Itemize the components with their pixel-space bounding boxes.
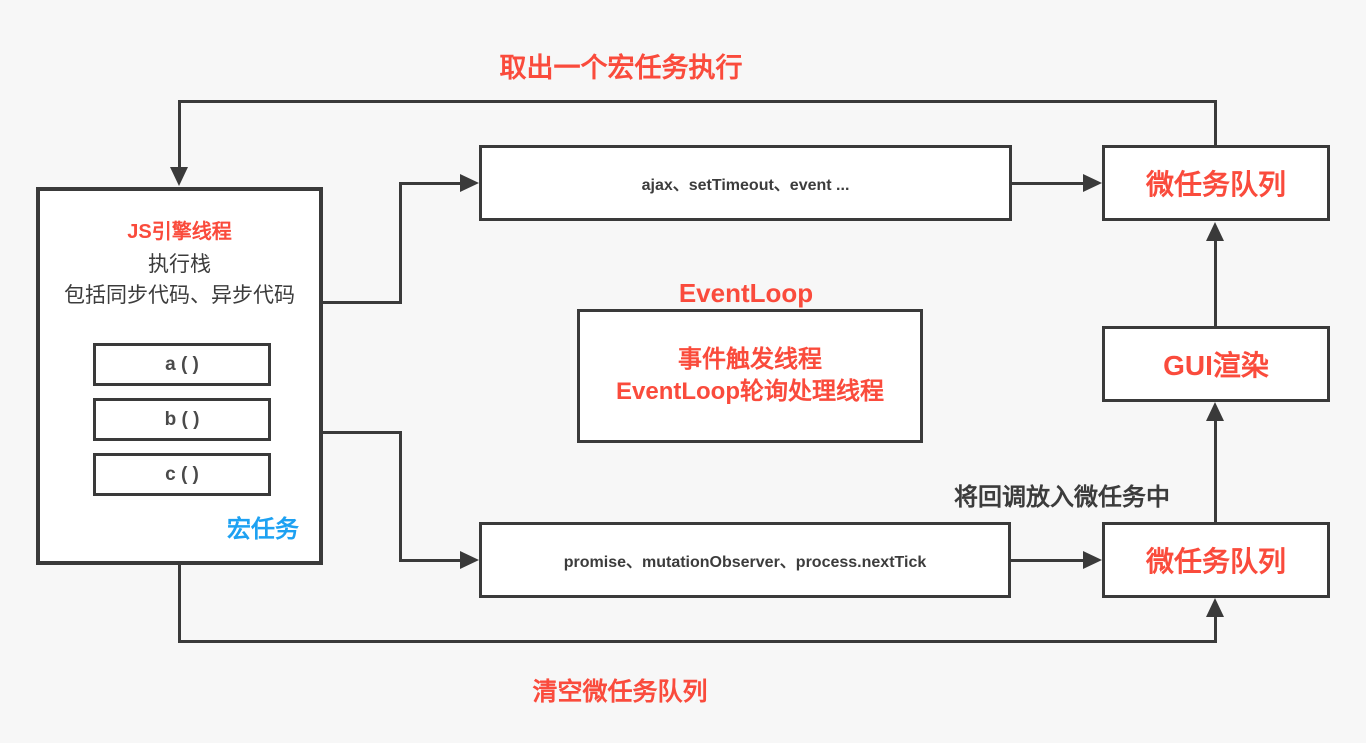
eventloop-polling-thread-text: EventLoop轮询处理线程 xyxy=(616,378,884,405)
take-macro-task-label: 取出一个宏任务执行 xyxy=(499,53,743,83)
stack-frame-c: c ( ) xyxy=(93,453,271,496)
arrow-js-to-micro-sources xyxy=(399,431,402,562)
arrow-macro-sources-to-queue xyxy=(1012,182,1084,185)
macro-task-sources-text: ajax、setTimeout、event ... xyxy=(641,177,850,194)
arrow-macro-loop-line xyxy=(178,100,1217,103)
microtask-queue-bottom-text: 微任务队列 xyxy=(1145,546,1286,577)
callback-into-microtask-label: 将回调放入微任务中 xyxy=(954,484,1170,511)
gui-render-text: GUI渲染 xyxy=(1163,350,1269,381)
js-engine-thread-box: JS引擎线程 执行栈 包括同步代码、异步代码 a ( ) b ( ) c ( )… xyxy=(36,187,323,565)
arrow-js-to-micro-sources-head-icon xyxy=(460,551,479,569)
arrow-js-to-micro-sources xyxy=(399,559,461,562)
eventloop-title: EventLoop xyxy=(678,278,814,308)
stack-frame-b: b ( ) xyxy=(93,398,271,441)
arrow-macro-loop-line xyxy=(1214,100,1217,146)
arrow-micro-sources-to-queue xyxy=(1011,559,1084,562)
arrow-queue-to-gui-head-icon xyxy=(1206,402,1224,421)
arrow-js-to-micro-sources xyxy=(323,431,402,434)
arrow-gui-to-queue-head-icon xyxy=(1206,222,1224,241)
eventloop-thread-box: 事件触发线程 EventLoop轮询处理线程 xyxy=(577,309,923,443)
microtask-queue-bottom-box: 微任务队列 xyxy=(1102,522,1330,598)
microtask-queue-top-box: 微任务队列 xyxy=(1102,145,1330,221)
execution-stack-label: 执行栈 xyxy=(148,253,211,276)
arrow-js-to-macro-sources-head-icon xyxy=(460,174,479,192)
sync-async-code-label: 包括同步代码、异步代码 xyxy=(64,284,295,307)
arrow-js-to-macro-sources xyxy=(399,182,461,185)
arrow-gui-to-queue xyxy=(1214,240,1217,326)
micro-task-sources-text: promise、mutationObserver、process.nextTic… xyxy=(563,554,927,571)
js-engine-thread-title: JS引擎线程 xyxy=(127,221,232,243)
arrow-macro-loop-line xyxy=(178,100,181,168)
arrow-js-to-macro-sources xyxy=(323,301,402,304)
arrow-clear-loop-head-icon xyxy=(1206,598,1224,617)
clear-microtask-queue-label: 清空微任务队列 xyxy=(532,678,708,706)
event-trigger-thread-text: 事件触发线程 xyxy=(678,346,822,373)
stack-frame-a: a ( ) xyxy=(93,343,271,386)
arrow-js-to-macro-sources xyxy=(399,182,402,304)
gui-render-box: GUI渲染 xyxy=(1102,326,1330,402)
microtask-queue-top-text: 微任务队列 xyxy=(1145,169,1286,200)
micro-task-sources-box: promise、mutationObserver、process.nextTic… xyxy=(479,522,1011,598)
arrow-micro-sources-to-queue-head-icon xyxy=(1083,551,1102,569)
macro-task-sources-box: ajax、setTimeout、event ... xyxy=(479,145,1012,221)
arrow-queue-to-gui xyxy=(1214,420,1217,522)
arrow-clear-loop-line xyxy=(178,640,1217,643)
arrow-clear-loop-line xyxy=(1214,616,1217,643)
arrow-clear-loop-line xyxy=(178,563,181,643)
macro-task-label: 宏任务 xyxy=(227,516,299,543)
arrow-macro-loop-head-icon xyxy=(170,167,188,186)
arrow-macro-sources-to-queue-head-icon xyxy=(1083,174,1102,192)
